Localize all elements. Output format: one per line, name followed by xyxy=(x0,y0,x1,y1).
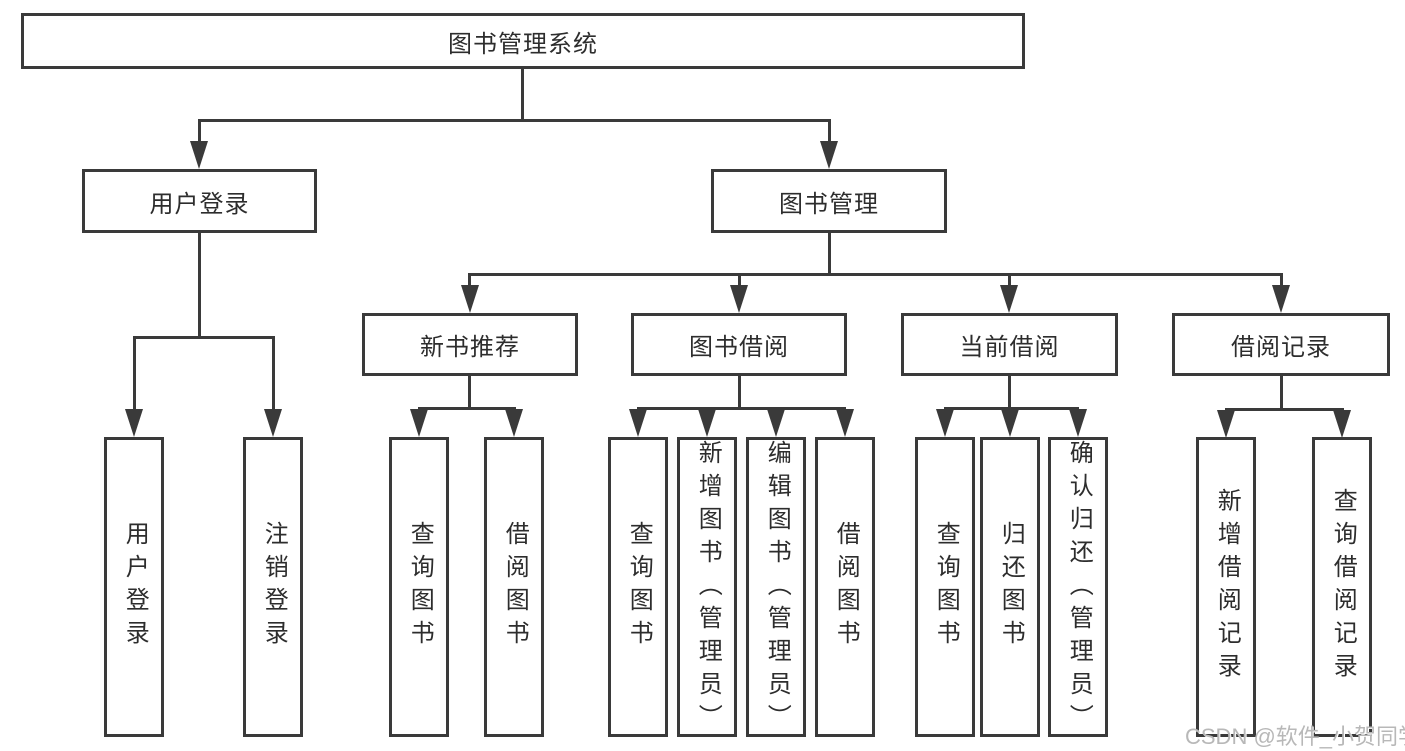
leaf-confirm-return-admin: 确认归还（管理员） xyxy=(1048,437,1108,737)
leaf-label: 查询图书 xyxy=(625,521,653,653)
connector-line xyxy=(133,336,136,412)
arrow-down-icon xyxy=(125,409,143,437)
arrow-down-icon xyxy=(1000,285,1018,313)
connector-line xyxy=(468,273,471,289)
node-label: 图书管理 xyxy=(779,190,879,218)
node-label: 借阅记录 xyxy=(1231,334,1331,361)
leaf-label: 借阅图书 xyxy=(832,521,860,653)
node-label: 用户登录 xyxy=(149,190,250,218)
connector-line xyxy=(198,119,201,145)
connector-line xyxy=(738,273,741,289)
leaf-label: 新增图书（管理员） xyxy=(694,440,722,737)
leaf-label: 借阅图书 xyxy=(501,521,529,653)
connector-line xyxy=(1280,273,1283,289)
arrow-down-icon xyxy=(1069,409,1087,437)
connector-line xyxy=(1280,376,1283,411)
connector-line xyxy=(468,376,471,410)
arrow-down-icon xyxy=(410,409,428,437)
connector-line xyxy=(828,233,831,276)
leaf-borrow-books-recommend: 借阅图书 xyxy=(484,437,544,737)
leaf-edit-books-admin: 编辑图书（管理员） xyxy=(746,437,806,737)
node-book-management: 图书管理 xyxy=(711,169,947,233)
leaf-label: 确认归还（管理员） xyxy=(1065,440,1093,737)
watermark-text: CSDN @软件_小贺同学 xyxy=(1185,724,1405,749)
connector-line xyxy=(133,336,275,339)
arrow-down-icon xyxy=(1333,410,1351,438)
leaf-label: 新增借阅记录 xyxy=(1213,488,1241,686)
node-book-borrowing: 图书借阅 xyxy=(631,313,847,376)
connector-line xyxy=(1008,273,1011,289)
leaf-logout: 注销登录 xyxy=(243,437,303,737)
arrow-down-icon xyxy=(936,409,954,437)
arrow-down-icon xyxy=(1001,409,1019,437)
connector-line xyxy=(1225,408,1344,411)
arrow-down-icon xyxy=(820,141,838,169)
connector-line xyxy=(738,376,741,410)
arrow-down-icon xyxy=(698,409,716,437)
node-label: 新书推荐 xyxy=(420,334,520,361)
node-new-book-recommend: 新书推荐 xyxy=(362,313,578,376)
arrow-down-icon xyxy=(1272,285,1290,313)
connector-line xyxy=(828,119,831,145)
arrow-down-icon xyxy=(1217,410,1235,438)
node-label: 图书管理系统 xyxy=(448,30,598,58)
arrow-down-icon xyxy=(505,409,523,437)
arrow-down-icon xyxy=(461,285,479,313)
arrow-down-icon xyxy=(836,409,854,437)
leaf-label: 归还图书 xyxy=(997,521,1025,653)
leaf-label: 查询图书 xyxy=(932,521,960,653)
leaf-query-books-borrow: 查询图书 xyxy=(608,437,668,737)
node-library-management-system: 图书管理系统 xyxy=(21,13,1025,69)
node-label: 图书借阅 xyxy=(689,334,789,361)
connector-line xyxy=(198,119,831,122)
leaf-query-books-recommend: 查询图书 xyxy=(389,437,449,737)
connector-line xyxy=(944,407,1079,410)
leaf-query-borrow-record: 查询借阅记录 xyxy=(1312,437,1372,737)
leaf-user-login: 用户登录 xyxy=(104,437,164,737)
node-user-login: 用户登录 xyxy=(82,169,317,233)
connector-line xyxy=(272,336,275,412)
arrow-down-icon xyxy=(190,141,208,169)
arrow-down-icon xyxy=(730,285,748,313)
leaf-label: 查询图书 xyxy=(406,521,434,653)
connector-line xyxy=(198,233,201,339)
connector-line xyxy=(521,69,524,122)
arrow-down-icon xyxy=(767,409,785,437)
connector-line xyxy=(1008,376,1011,410)
leaf-label: 查询借阅记录 xyxy=(1329,488,1357,686)
leaf-add-borrow-record: 新增借阅记录 xyxy=(1196,437,1256,737)
leaf-label: 编辑图书（管理员） xyxy=(763,440,791,737)
leaf-label: 用户登录 xyxy=(121,521,149,653)
arrow-down-icon xyxy=(629,409,647,437)
connector-line xyxy=(418,407,516,410)
arrow-down-icon xyxy=(264,409,282,437)
leaf-return-books: 归还图书 xyxy=(980,437,1040,737)
connector-line xyxy=(468,273,1283,276)
connector-line xyxy=(637,407,846,410)
leaf-add-books-admin: 新增图书（管理员） xyxy=(677,437,737,737)
node-borrowing-records: 借阅记录 xyxy=(1172,313,1390,376)
leaf-borrow-books: 借阅图书 xyxy=(815,437,875,737)
leaf-query-books-current: 查询图书 xyxy=(915,437,975,737)
node-current-borrowing: 当前借阅 xyxy=(901,313,1118,376)
node-label: 当前借阅 xyxy=(959,334,1060,361)
leaf-label: 注销登录 xyxy=(260,521,288,653)
